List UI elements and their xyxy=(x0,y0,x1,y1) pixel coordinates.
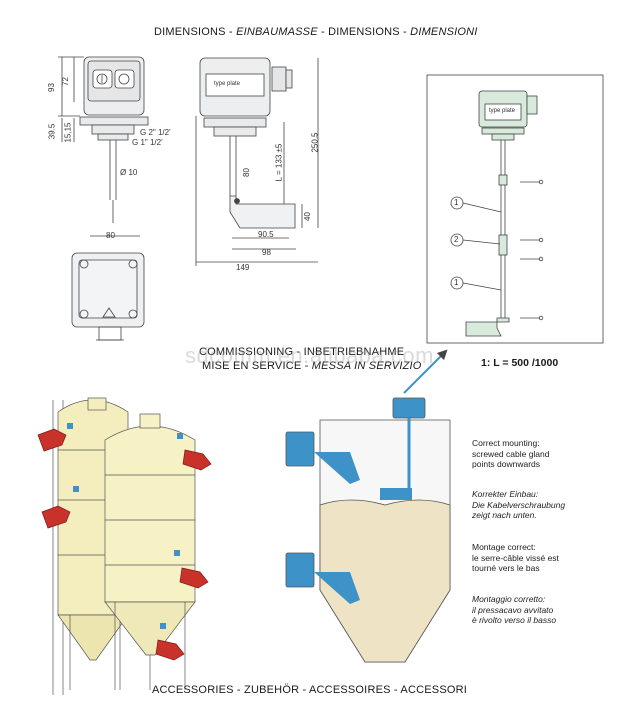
detail-box xyxy=(426,74,604,344)
type-plate-label: type plate xyxy=(214,81,241,87)
hopper-mounting-illustration xyxy=(285,397,451,663)
note-it: Montaggio corretto:il pressacavo avvitat… xyxy=(472,594,557,625)
detail-arrow xyxy=(403,349,448,394)
dim-39-5: 39.5 xyxy=(47,123,57,140)
callout-2: 2 xyxy=(454,235,459,244)
dim-90-5: 90.5 xyxy=(258,230,274,239)
dim-40: 40 xyxy=(302,212,312,221)
top-view-drawing xyxy=(71,252,145,341)
scale-label: 1: L = 500 /1000 xyxy=(481,357,559,369)
commissioning-heading: COMMISSIONING - INBETRIEBNAHME xyxy=(199,346,405,358)
callout-1-bottom: 1 xyxy=(454,278,459,287)
dim-250-5: 250.5 xyxy=(310,132,320,153)
detail-type-plate: type plate xyxy=(489,108,516,114)
dim-80-top: 80 xyxy=(106,231,115,240)
thread-label-2: G 1" 1/2' xyxy=(132,138,163,147)
dim-80-side: 80 xyxy=(241,168,251,177)
dim-72: 72 xyxy=(60,77,70,86)
dimensions-heading: DIMENSIONS - EINBAUMASSE - DIMENSIONS - … xyxy=(154,26,478,38)
dim-93: 93 xyxy=(46,83,56,92)
shaft-diameter: Ø 10 xyxy=(120,168,138,177)
thread-label-1: G 2" 1/2' xyxy=(140,128,171,137)
front-view-drawing xyxy=(58,56,149,237)
dim-149: 149 xyxy=(236,263,250,272)
note-fr: Montage correct:le serre-câble vissé est… xyxy=(472,542,559,573)
silo-illustration xyxy=(37,397,212,695)
dim-length: L = 133 ±5 xyxy=(274,143,284,182)
dim-98: 98 xyxy=(262,248,271,257)
dim-15-15: 15,15 xyxy=(63,122,73,143)
callout-1-top: 1 xyxy=(454,198,459,207)
watermark: sdcomm.en.alibaba.com xyxy=(185,343,434,368)
commissioning-heading-2: MISE EN SERVICE - MESSA IN SERVIZIO xyxy=(202,360,422,372)
accessories-heading: ACCESSORIES - ZUBEHÖR - ACCESSOIRES - AC… xyxy=(152,684,468,696)
side-view-drawing xyxy=(195,57,319,266)
